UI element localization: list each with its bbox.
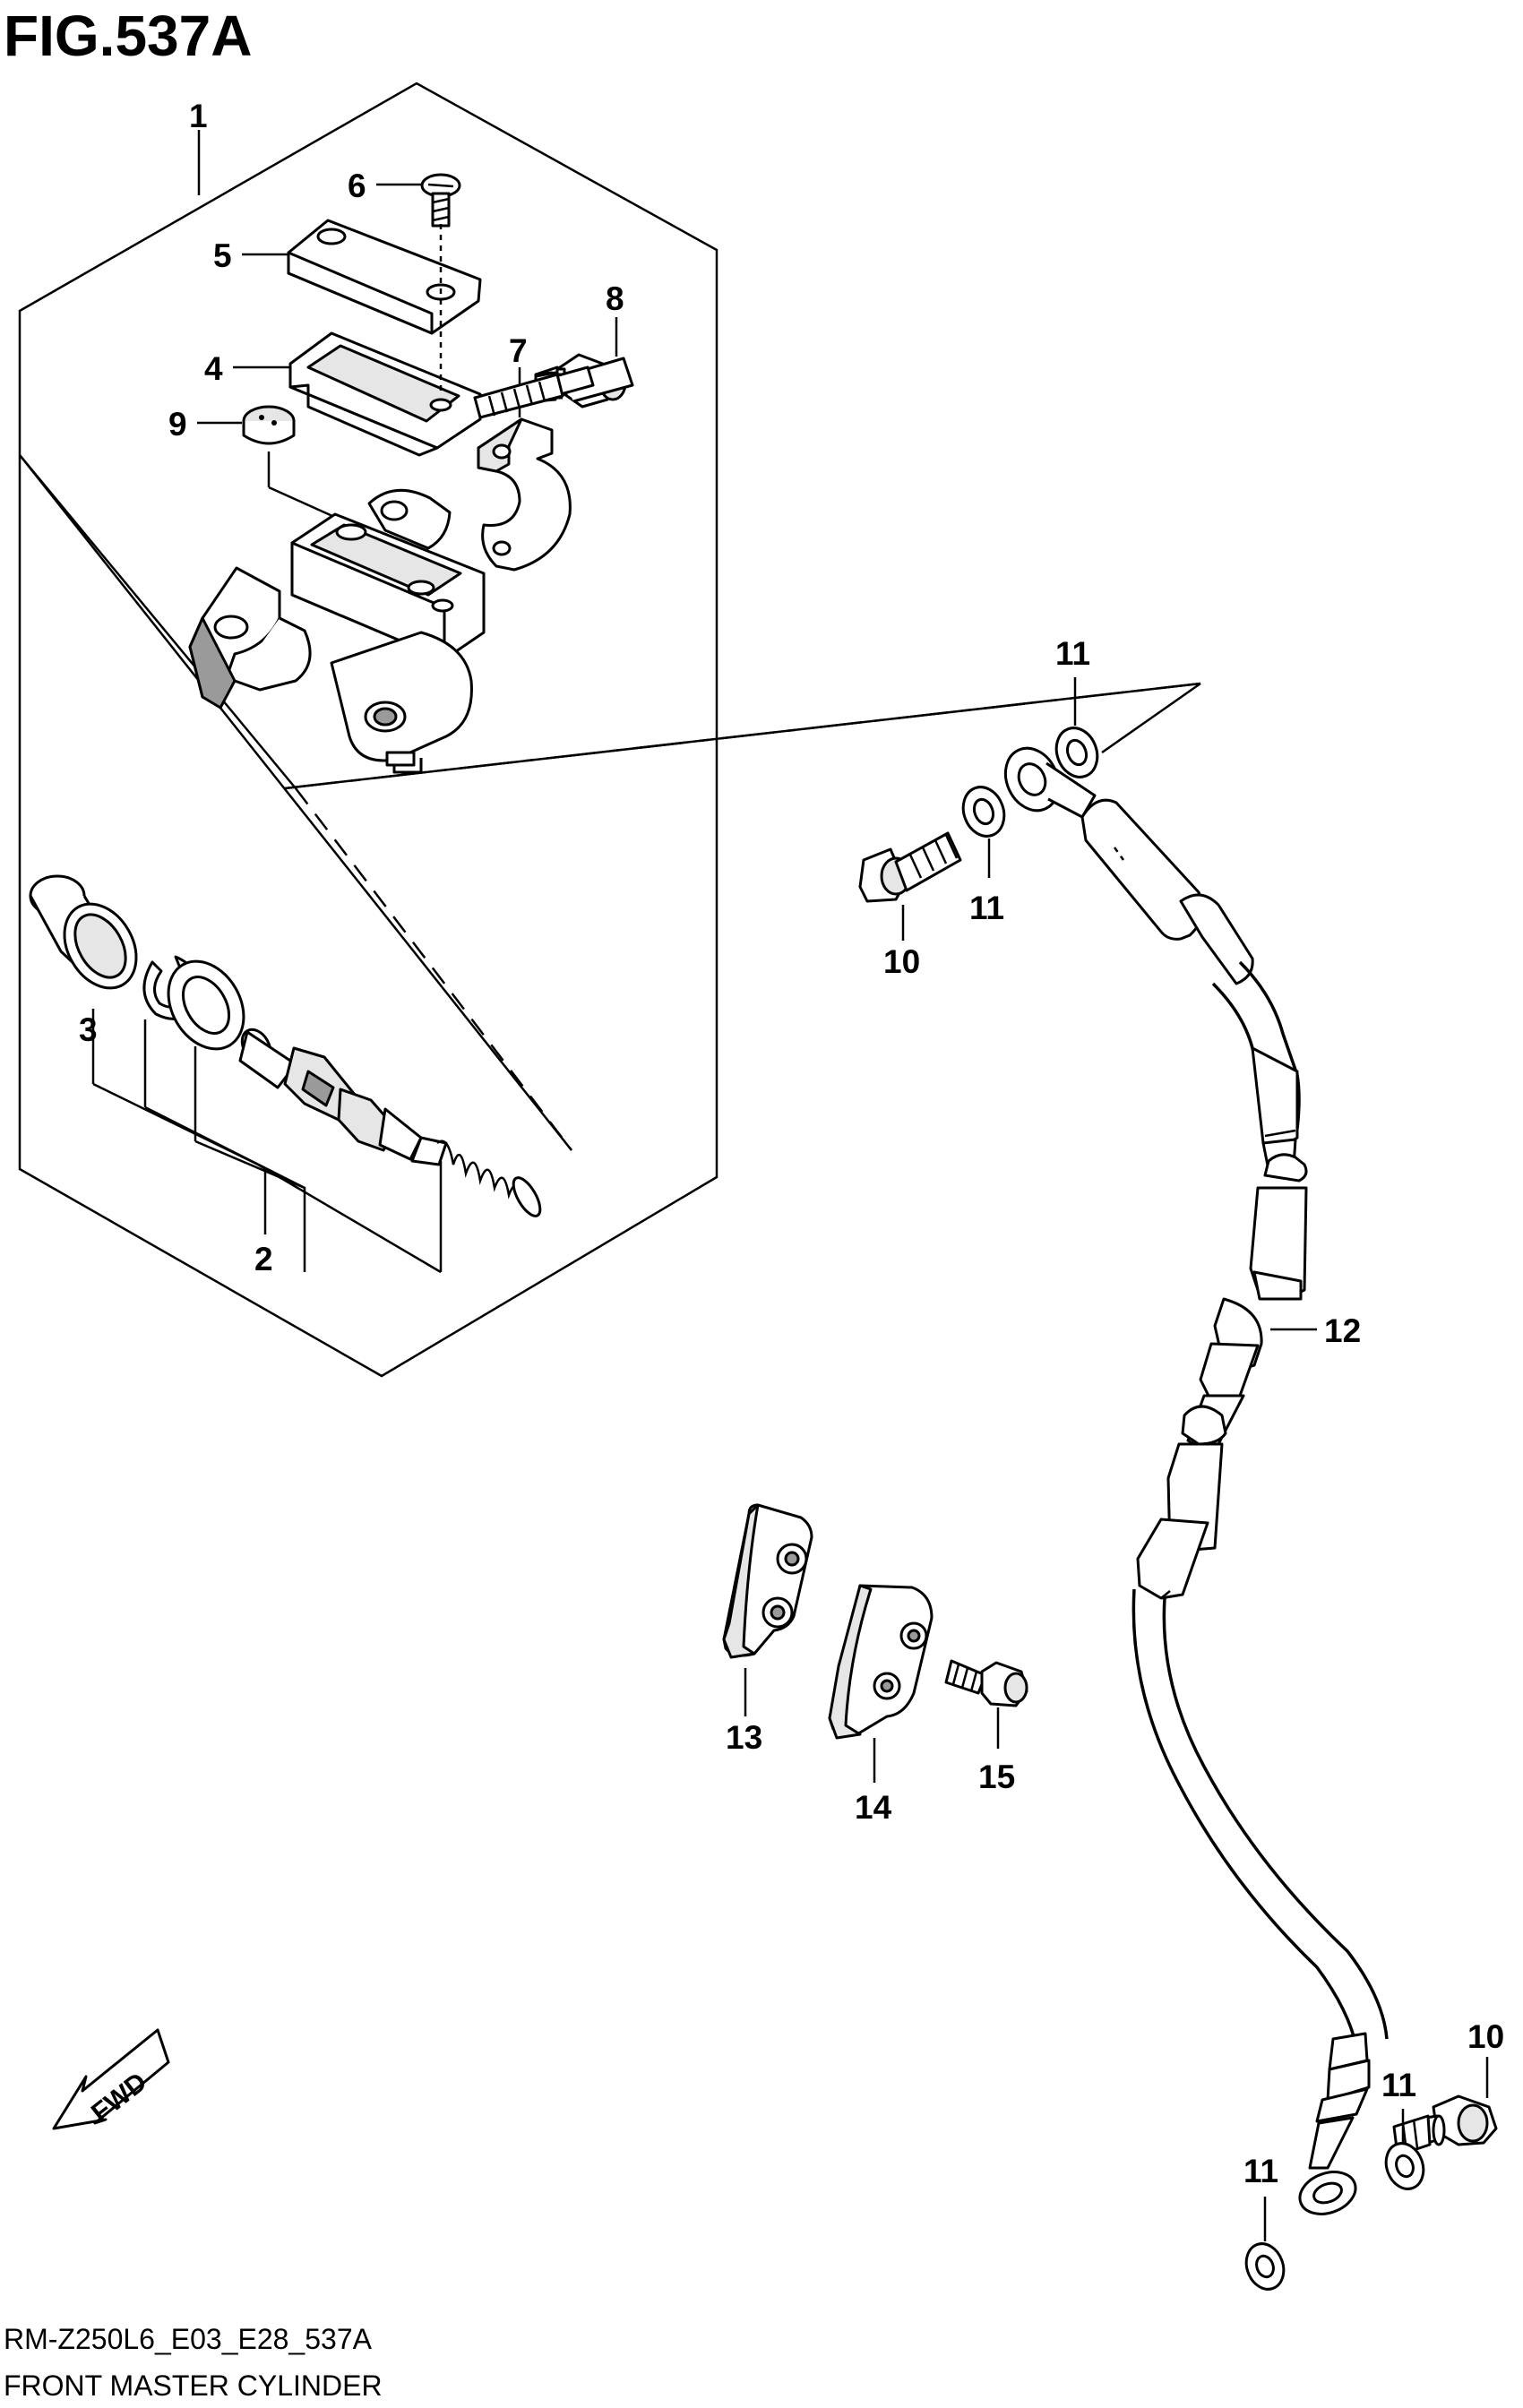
callout-4: 4 <box>204 350 223 387</box>
assembly-outline <box>18 82 718 1378</box>
callout-13: 13 <box>726 1719 762 1756</box>
projection-wedge <box>19 454 572 1151</box>
callout-12: 12 <box>1324 1312 1361 1349</box>
callout-3: 3 <box>79 1011 98 1048</box>
washer-11-lower-left <box>1244 2242 1286 2291</box>
fwd-arrow-icon: FWD <box>52 2028 170 2130</box>
boot-9 <box>242 405 296 445</box>
master-cylinder-body <box>188 488 486 774</box>
washer-11-lower-right <box>1384 2142 1425 2190</box>
bracket-2-line-b <box>144 1105 305 1190</box>
callout-11-mid: 11 <box>969 890 1004 926</box>
callout-14: 14 <box>855 1789 892 1826</box>
bolt-15 <box>944 1659 1028 1707</box>
figure-title: FIG.537A <box>4 4 252 68</box>
dust-boot-3 <box>29 874 138 990</box>
leader-9-c <box>268 486 341 521</box>
callout-10-top: 10 <box>883 943 920 980</box>
figure-caption: FRONT MASTER CYLINDER <box>4 2369 383 2402</box>
banjo-bolt-10-top <box>858 831 962 903</box>
callout-15: 15 <box>978 1759 1015 1795</box>
callout-11-lower-right: 11 <box>1381 2067 1416 2103</box>
callout-11-lower-left: 11 <box>1243 2153 1278 2189</box>
projection-line-b <box>295 787 572 1151</box>
spring <box>410 1136 542 1217</box>
figure-code: RM-Z250L6_E03_E28_537A <box>4 2323 373 2355</box>
callout-9: 9 <box>168 406 187 443</box>
piston <box>238 1028 423 1161</box>
washer <box>167 959 245 1051</box>
washer-11-mid <box>961 786 1006 838</box>
callout-7: 7 <box>509 332 528 369</box>
callout-11-top: 11 <box>1055 635 1090 672</box>
washer-11-top <box>1054 727 1099 778</box>
callout-5: 5 <box>213 237 232 274</box>
projection-line-a <box>19 454 297 789</box>
screw-6 <box>420 173 461 228</box>
guide-13 <box>722 1503 813 1659</box>
callout-10-bottom: 10 <box>1467 2018 1504 2055</box>
callout-6: 6 <box>348 168 366 204</box>
bracket-2-line-c <box>194 1140 306 1272</box>
callout-2: 2 <box>254 1241 273 1277</box>
reservoir-cap-5 <box>287 219 482 335</box>
guide-14 <box>828 1584 934 1740</box>
holder-7 <box>477 417 572 572</box>
diaphragm-plate-4 <box>288 331 482 457</box>
brake-hose-12 <box>1003 746 1389 2215</box>
callout-8: 8 <box>606 280 624 317</box>
projection-tip <box>1101 682 1201 754</box>
projection-guide <box>284 682 1201 790</box>
bolt-8-thread <box>473 366 595 419</box>
callout-1: 1 <box>189 98 208 134</box>
